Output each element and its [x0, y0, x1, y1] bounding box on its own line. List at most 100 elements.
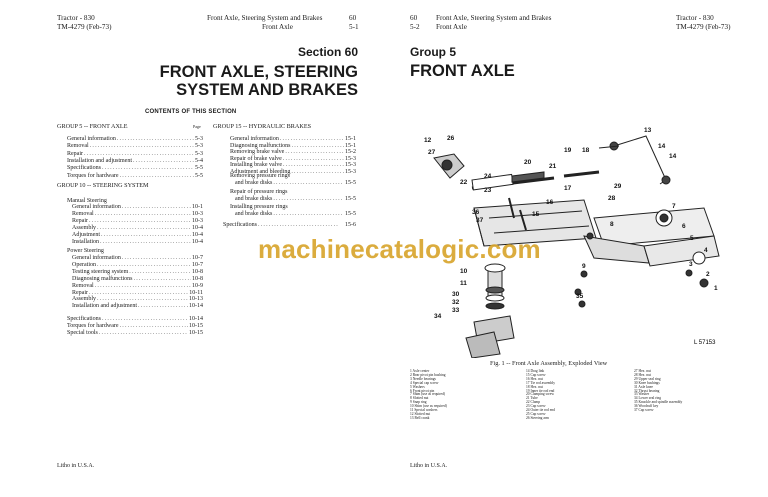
figure-id: L 57153: [694, 340, 716, 346]
legend-item: 37 Cap screw: [634, 408, 654, 413]
part-callout-number: 16: [546, 199, 554, 206]
header-tm-number: TM-4279 (Feb-73): [676, 23, 731, 31]
toc-entry: Specifications..........................…: [67, 316, 203, 322]
toc-entry: Assembly................................…: [72, 225, 203, 231]
legend-item: 9 Snap ring: [410, 400, 427, 405]
part-callout-number: 29: [614, 183, 622, 190]
toc-entry: Removing brake valve....................…: [230, 149, 356, 156]
part-callout-number: 10: [460, 268, 468, 275]
legend-item: 31 Axle knee: [634, 384, 653, 389]
legend-item: 10 Shim (use as required): [410, 404, 447, 409]
part-callout-number: 5: [690, 235, 694, 242]
part-callout-number: 14: [658, 143, 666, 150]
toc-entry: Installation and adjustment.............…: [67, 157, 203, 164]
part-callout-number: 33: [452, 307, 460, 314]
litho-footer: Litho in U.S.A.: [57, 463, 95, 469]
contents-heading: CONTENTS OF THIS SECTION: [145, 109, 237, 115]
part-callout-number: 19: [564, 147, 572, 154]
part-callout-number: 20: [524, 159, 532, 166]
toc-entry: Assembly................................…: [72, 296, 203, 303]
header-group-title: Front Axle: [436, 23, 467, 31]
header-page-number: 5-2: [410, 23, 420, 31]
toc-entry: General information.....................…: [230, 136, 356, 142]
legend-item: 8 Slotted nut: [410, 396, 429, 401]
legend-item: 3 Needle bearings: [410, 376, 436, 381]
section-title-line-1: FRONT AXLE, STEERING: [159, 63, 358, 81]
litho-footer: Litho in U.S.A.: [410, 463, 448, 469]
toc-manual-steering-heading: Manual Steering: [67, 198, 107, 204]
header-model: Tractor - 830: [676, 14, 714, 22]
watermark: machinecatalogic.com: [258, 234, 541, 264]
legend-item: 16 Hex. nut: [526, 376, 543, 381]
legend-item: 33 Washer: [634, 392, 650, 397]
toc-power-steering-heading: Power Steering: [67, 248, 104, 254]
legend-item: 35 Knuckle and spindle assembly: [634, 400, 683, 405]
toc-entry: Specifications..........................…: [223, 222, 356, 228]
toc-entry: Installing brake valve..................…: [230, 162, 356, 169]
toc-entry: Repair..................................…: [67, 150, 203, 157]
legend-item: 14 Drag link: [526, 369, 545, 373]
legend-item: 13 Bell crank: [410, 415, 430, 420]
part-callout-number: 24: [484, 173, 492, 180]
toc-entry: Repair of brake valve...................…: [230, 155, 356, 162]
toc-entry: Removal.................................…: [72, 211, 203, 217]
toc-entry: and brake disks.........................…: [235, 180, 356, 186]
toc-entry: Installation and adjustment.............…: [72, 303, 203, 310]
part-callout-number: 22: [460, 179, 468, 186]
part-callout-number: 15: [532, 211, 540, 218]
toc-entry: General information.....................…: [67, 136, 203, 142]
group-label: Group 5: [410, 45, 457, 59]
group-title: FRONT AXLE: [410, 62, 515, 80]
part-callout-number: 18: [582, 147, 590, 154]
header-section-title: Front Axle, Steering System and Brakes: [207, 14, 323, 22]
legend-item: 18 Hex. nut: [526, 384, 543, 389]
legend-item: 26 Steering arm: [526, 415, 549, 420]
toc-group-15-heading: GROUP 15 -- HYDRAULIC BRAKES: [213, 123, 312, 130]
section-label: Section 60: [297, 45, 358, 59]
toc-entry: Operation...............................…: [72, 261, 203, 268]
toc-entry: Torques for hardware....................…: [67, 172, 203, 179]
legend-item: 22 Clamp: [526, 400, 541, 405]
legend-item: 7 Shim (use as required): [410, 392, 446, 397]
part-callout-number: 35: [576, 293, 584, 300]
legend-item: 2 Rear pivot pin bushing: [410, 372, 446, 377]
legend-item: 15 Cap screw: [526, 372, 546, 377]
toc-entry: General information.....................…: [72, 204, 203, 210]
header-group-title: Front Axle: [262, 23, 293, 31]
part-callout-number: 17: [564, 185, 572, 192]
part-callout-number: 6: [682, 223, 686, 230]
legend-item: 34 Lower seal ring: [634, 396, 662, 401]
right-page: 60 5-2 Front Axle, Steering System and B…: [384, 0, 768, 497]
toc-group-10-heading: GROUP 10 -- STEERING SYSTEM: [57, 182, 149, 189]
legend-item: 4 Special cap screw: [410, 380, 439, 385]
legend-item: 21 Tube: [526, 396, 538, 401]
part-callout-number: 30: [452, 291, 460, 298]
legend-item: 27 Hex. nut: [634, 369, 651, 373]
section-title-line-2: SYSTEM AND BRAKES: [176, 81, 358, 99]
toc-entry: and brake disks.........................…: [235, 196, 356, 202]
toc-item-removing-pressure-rings: Removing pressure rings: [230, 173, 290, 179]
part-callout-number: 27: [428, 149, 436, 156]
toc-entry: Specifications..........................…: [67, 165, 203, 172]
part-callout-number: 4: [704, 247, 708, 254]
toc-entry: Torques for hardware....................…: [67, 323, 203, 329]
toc-entry: Diagnosing malfunctions.................…: [72, 275, 203, 282]
toc-entry: Installation............................…: [72, 239, 203, 245]
part-callout-number: 37: [476, 217, 484, 224]
header-model: Tractor - 830: [57, 14, 95, 22]
legend-item: 19 Inner tie rod end: [526, 388, 555, 393]
part-callout-number: 7: [672, 203, 676, 210]
toc-entry: Repair..................................…: [72, 218, 203, 224]
part-callout-number: 23: [484, 187, 492, 194]
toc-entry: and brake disks.........................…: [235, 211, 356, 217]
legend-item: 5 Washers: [410, 384, 425, 389]
part-callout-number: 26: [447, 135, 455, 142]
legend-item: 28 Hex. nut: [634, 372, 651, 377]
legend-item: 17 Tie rod assembly: [526, 380, 556, 385]
part-callout-number: 2: [706, 271, 710, 278]
legend-item: 11 Special washers: [410, 408, 438, 413]
toc-item-installing-pressure-rings: Installing pressure rings: [230, 204, 288, 210]
part-callout-number: 1: [714, 285, 718, 292]
